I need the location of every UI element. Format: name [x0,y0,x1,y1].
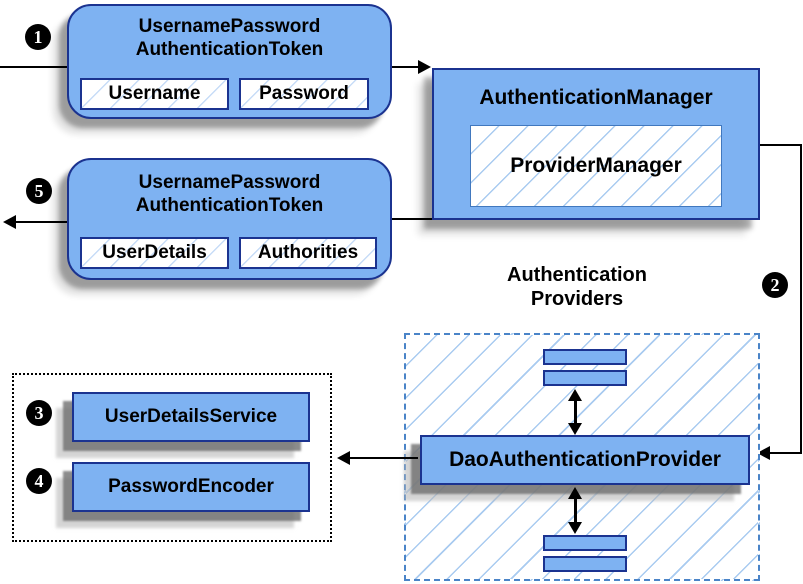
provider-stack-top-bar-1 [543,349,627,365]
provider-stack-top-bar-2 [543,370,627,386]
step-marker-5: 5 [26,178,52,204]
provider-stack-bottom-bar-1 [543,535,627,551]
arrowhead-to-dao-icon [757,446,770,460]
authentication-manager-title: AuthenticationManager [479,86,713,109]
result-token-title-line1: UsernamePassword [138,172,321,193]
result-token-title-line2: AuthenticationToken [135,195,324,216]
arrowhead-to-dependencies-icon [337,451,350,465]
arrowhead-out-icon [3,215,16,229]
provider-manager-node: ProviderManager [470,125,722,207]
password-encoder-node: PasswordEncoder [72,462,310,512]
request-token-title: UsernamePassword AuthenticationToken [69,15,390,61]
step-marker-3: 3 [26,400,52,426]
request-token-title-line1: UsernamePassword [138,16,321,37]
provider-stack-bottom-bar-2 [543,556,627,572]
connector-request-to-manager [392,66,419,68]
dependencies-group-container [12,373,332,542]
providers-group-container: DaoAuthenticationProvider [404,333,760,581]
connector-manager-right-h [760,144,802,146]
providers-heading-line2: Providers [530,288,624,310]
step-marker-4: 4 [26,468,52,494]
arrow-stem [573,496,577,525]
request-token-node: UsernamePassword AuthenticationToken Use… [67,4,392,119]
request-token-title-line2: AuthenticationToken [135,39,324,60]
username-field: Username [80,78,229,110]
arrowhead-up-icon [568,389,582,401]
connector-result-out [15,221,67,223]
dao-authentication-provider-node: DaoAuthenticationProvider [420,435,750,485]
arrowhead-down-icon [568,522,582,534]
connector-manager-to-result [392,218,432,220]
authentication-manager-node: AuthenticationManager ProviderManager [432,68,760,220]
result-token-node: UsernamePassword AuthenticationToken Use… [67,158,392,280]
user-details-service-node: UserDetailsService [72,392,310,442]
providers-heading-line1: Authentication [507,264,647,286]
double-arrow-top-icon [565,389,585,435]
connector-in-request [0,66,67,68]
authorities-field: Authorities [239,237,377,269]
arrowhead-down-icon [568,423,582,435]
arrow-stem [573,398,577,426]
password-field: Password [239,78,369,110]
arrowhead-to-manager-icon [418,60,431,74]
arrowhead-up-icon [568,487,582,499]
result-token-title: UsernamePassword AuthenticationToken [69,171,390,217]
providers-heading: Authentication Providers [462,263,692,311]
connector-to-dao-h [769,452,802,454]
step-marker-2: 2 [762,272,788,298]
connector-manager-right-v [800,144,802,454]
user-details-field: UserDetails [80,237,229,269]
double-arrow-bottom-icon [565,487,585,534]
connector-dao-to-dependencies [349,457,418,459]
step-marker-1: 1 [25,24,51,50]
